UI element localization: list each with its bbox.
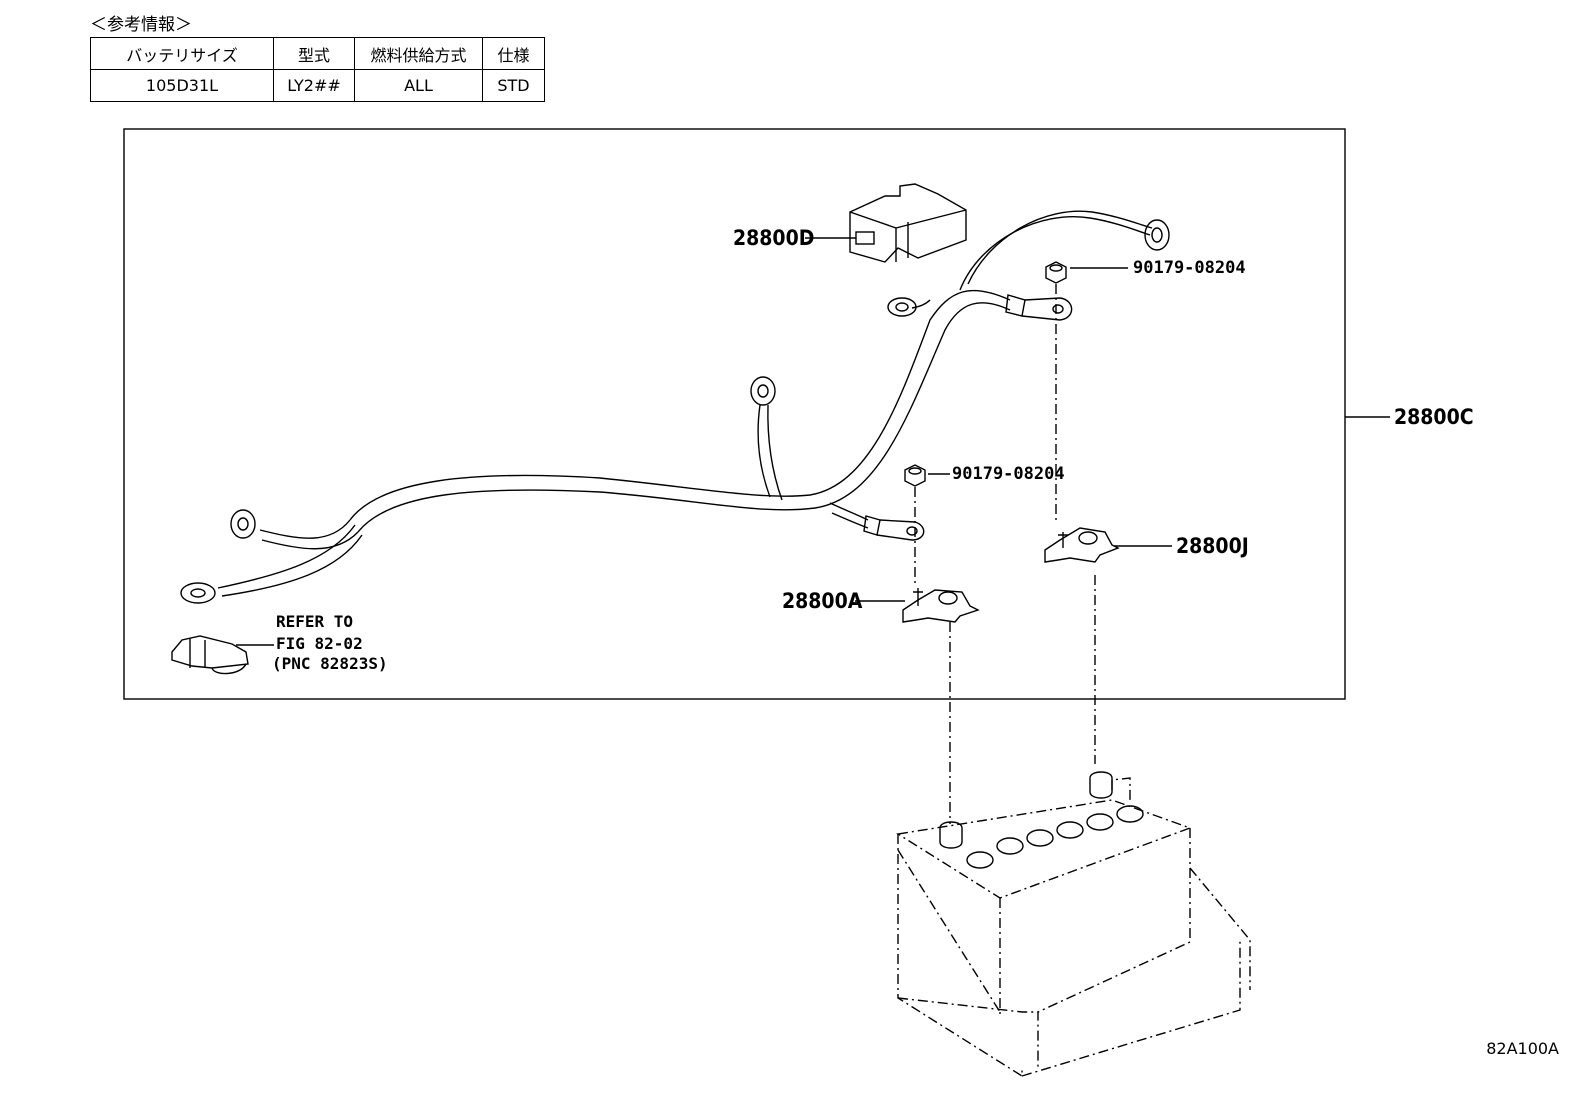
eyelet-left-upper [230,509,256,539]
eyelet-upper-left [887,297,917,317]
value-spec: STD [482,69,545,102]
value-model: LY2## [273,69,355,102]
value-battery-size: 105D31L [90,69,274,102]
header-spec: 仕様 [482,37,545,70]
label-cover: 28800D [733,226,814,250]
eyelet-hole [895,302,909,312]
eyelet-hole [237,517,249,531]
label-refer-line1: REFER TO [276,612,353,631]
header-model: 型式 [273,37,355,70]
terminal-clamp-negative [902,588,980,623]
label-refer-line2: FIG 82-02 [276,634,363,653]
eyelet-hole [190,588,206,598]
battery-unit [896,771,1251,1078]
spec-value-row: 105D31L LY2## ALL STD [90,69,545,102]
label-nut-upper: 90179-08204 [1133,258,1246,278]
assembly-frame [123,128,1346,700]
figure-id: 82A100A [1486,1039,1559,1058]
header-battery-size: バッテリサイズ [90,37,274,70]
nut-lower [904,464,926,487]
label-refer-line3: (PNC 82823S) [272,654,388,673]
header-fuel-system: 燃料供給方式 [354,37,483,70]
eyelet-top-right [1144,219,1170,251]
label-harness: 28800C [1394,405,1474,429]
ring-terminal-upper [1005,294,1073,321]
nut-upper [1045,261,1067,284]
battery-cable-harness [217,210,1153,597]
eyelet-center [750,376,776,406]
label-terminal-negative: 28800A [782,589,863,613]
label-terminal-positive: 28800J [1176,534,1249,558]
eyelet-left-lower [180,582,216,604]
terminal-cover-part [849,183,967,263]
reference-info-title: ＜参考情報＞ [90,15,192,35]
spec-header-row: バッテリサイズ 型式 燃料供給方式 仕様 [90,37,545,70]
terminal-clamp-positive [1044,527,1120,563]
refer-cover-part [171,635,249,675]
value-fuel-system: ALL [354,69,483,102]
label-nut-lower: 90179-08204 [952,464,1065,484]
eyelet-hole [757,384,769,398]
eyelet-hole [1151,227,1163,243]
reference-spec-table: バッテリサイズ 型式 燃料供給方式 仕様 105D31L LY2## ALL S… [90,37,545,102]
